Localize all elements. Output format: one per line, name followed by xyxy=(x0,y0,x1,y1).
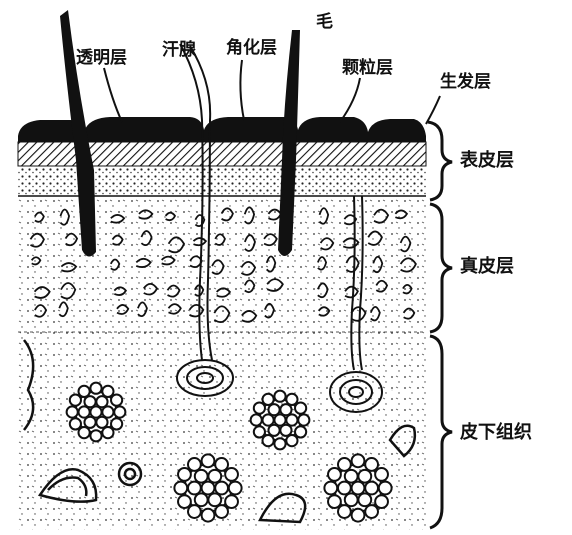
label-dermis: 真皮层 xyxy=(460,258,514,276)
subcutaneous-block xyxy=(18,332,426,530)
label-transparent-layer: 透明层 xyxy=(76,50,127,67)
label-germinal-layer: 生发层 xyxy=(440,74,491,91)
label-epidermis: 表皮层 xyxy=(460,152,514,170)
label-hair: 毛 xyxy=(316,14,333,31)
label-horny-layer: 角化层 xyxy=(226,40,277,57)
layer-braces xyxy=(428,122,452,528)
label-subcutaneous-tissue: 皮下组织 xyxy=(460,424,532,442)
dermis-block xyxy=(18,196,426,332)
label-granular-layer: 颗粒层 xyxy=(342,60,393,77)
label-sweat-gland: 汗腺 xyxy=(162,42,196,59)
